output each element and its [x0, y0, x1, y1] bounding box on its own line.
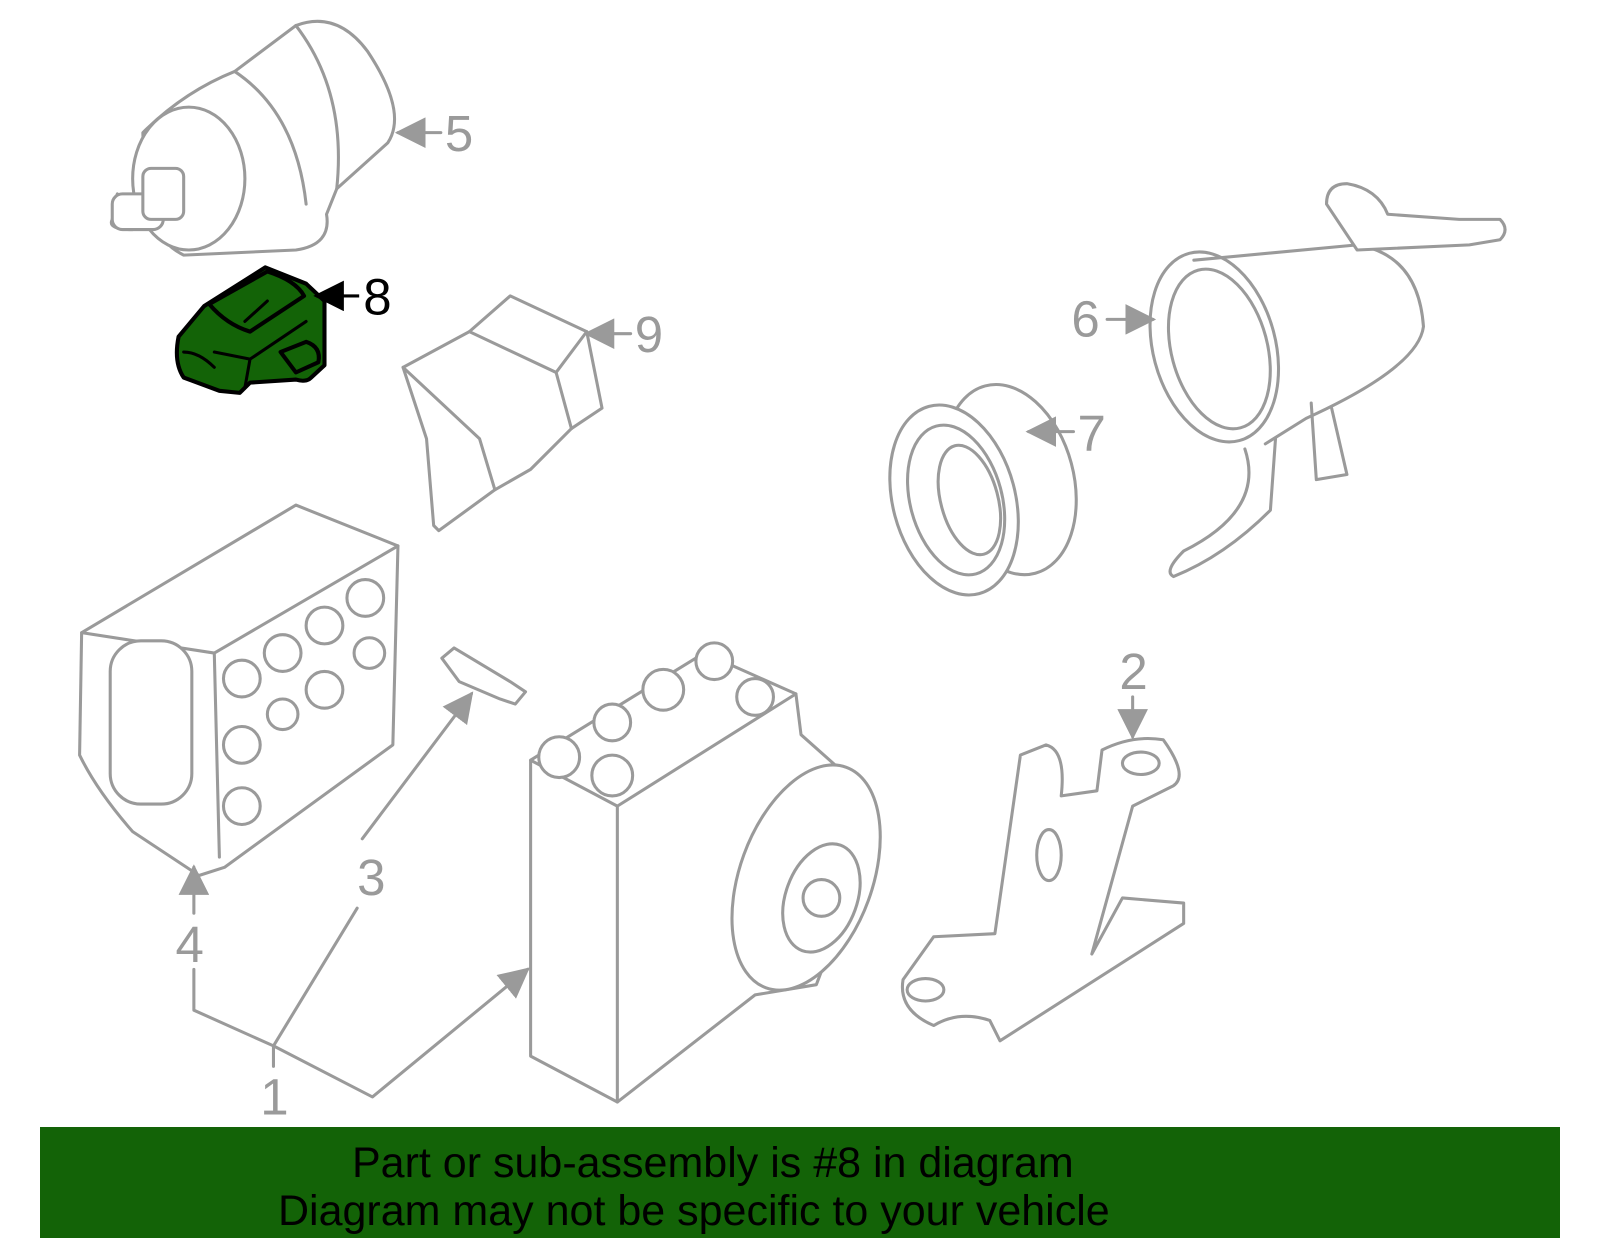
callout-8[interactable]: 8: [363, 268, 391, 325]
callout-3[interactable]: 3: [357, 849, 385, 906]
part-5-pump-motor[interactable]: [109, 19, 397, 257]
callout-9[interactable]: 9: [635, 306, 663, 363]
part-9-bracket[interactable]: [401, 294, 604, 533]
part-8-highlighted-sensor[interactable]: [174, 265, 327, 395]
part-1-abs-unit[interactable]: [529, 641, 909, 1104]
part-2-bracket[interactable]: [900, 736, 1186, 1043]
callout-4[interactable]: 4: [176, 916, 204, 973]
part-6-housing[interactable]: [1130, 182, 1507, 579]
banner-line-1: Part or sub-assembly is #8 in diagram: [352, 1139, 1074, 1187]
part-4-control-module[interactable]: [78, 503, 400, 878]
callout-1[interactable]: 1: [260, 1068, 288, 1125]
banner-line-2: Diagram may not be specific to your vehi…: [278, 1187, 1110, 1235]
part-3-sensor[interactable]: [440, 646, 528, 706]
callout-2[interactable]: 2: [1119, 643, 1147, 700]
info-banner: Part or sub-assembly is #8 in diagram Di…: [40, 1127, 1560, 1238]
leader-lines: [178, 117, 1157, 1099]
callout-6[interactable]: 6: [1071, 291, 1099, 348]
callout-7[interactable]: 7: [1078, 405, 1106, 462]
callout-5[interactable]: 5: [445, 105, 473, 162]
part-7-ring[interactable]: [870, 370, 1097, 610]
